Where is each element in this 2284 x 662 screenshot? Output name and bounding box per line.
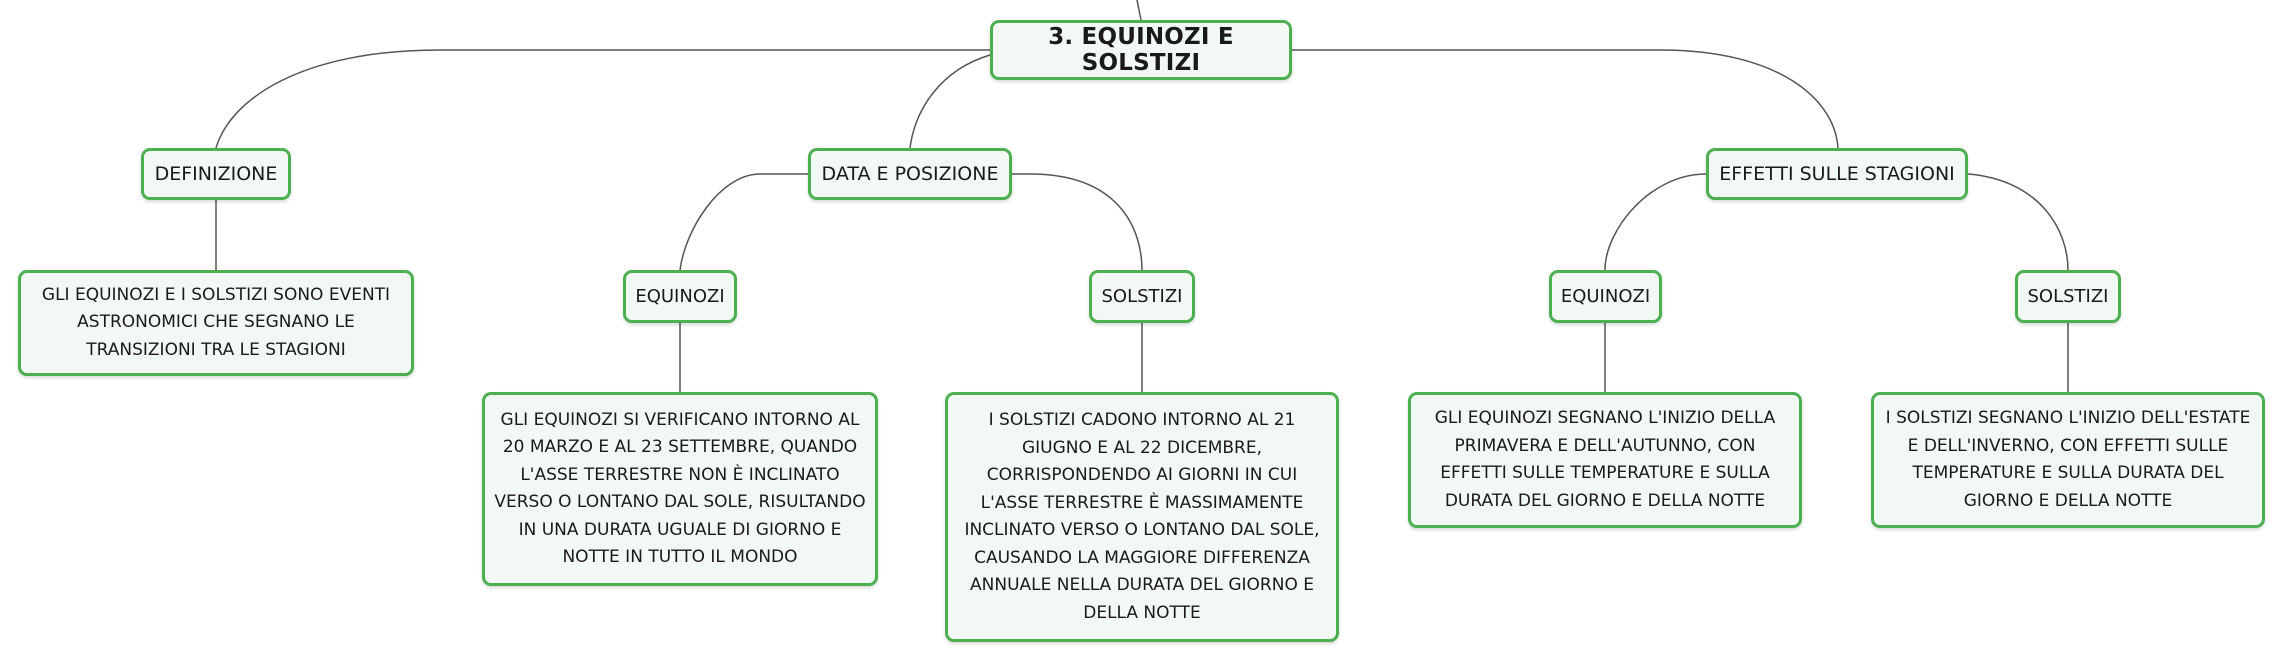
node-effetti-equinozi[interactable]: EQUINOZI [1549, 270, 1662, 323]
connector-effetti-equinozi [1604, 173, 1707, 271]
connector-parent-stub [1136, 0, 1142, 21]
node-effetti-solstizi[interactable]: SOLSTIZI [2015, 270, 2121, 323]
connector-root-definizione [215, 49, 990, 149]
node-definizione-label: DEFINIZIONE [154, 163, 278, 185]
node-effetti-solstizi-text[interactable]: I SOLSTIZI SEGNANO L'INIZIO DELL'ESTATE … [1871, 392, 2265, 528]
data-solstizi-text: I SOLSTIZI CADONO INTORNO AL 21 GIUGNO E… [964, 410, 1320, 623]
connector-data-solstizi [1012, 173, 1143, 271]
node-effetti-stagioni-label: EFFETTI SULLE STAGIONI [1719, 163, 1955, 185]
connector-root-effetti [1292, 49, 1839, 149]
node-effetti-equinozi-label: EQUINOZI [1560, 286, 1651, 307]
node-data-posizione[interactable]: DATA E POSIZIONE [808, 148, 1012, 200]
node-definizione-text[interactable]: GLI EQUINOZI E I SOLSTIZI SONO EVENTI AS… [18, 270, 414, 376]
node-data-solstizi-label: SOLSTIZI [1101, 286, 1183, 307]
node-data-equinozi[interactable]: EQUINOZI [623, 270, 737, 323]
root-title: 3. EQUINOZI E SOLSTIZI [1048, 24, 1234, 76]
definizione-text: GLI EQUINOZI E I SOLSTIZI SONO EVENTI AS… [41, 284, 391, 360]
node-effetti-equinozi-text[interactable]: GLI EQUINOZI SEGNANO L'INIZIO DELLA PRIM… [1408, 392, 1802, 528]
connector-root-data [909, 54, 991, 149]
node-data-equinozi-label: EQUINOZI [635, 286, 725, 307]
data-equinozi-text: GLI EQUINOZI SI VERIFICANO INTORNO AL 20… [494, 409, 866, 568]
node-effetti-solstizi-label: SOLSTIZI [2027, 286, 2109, 307]
node-effetti-stagioni[interactable]: EFFETTI SULLE STAGIONI [1706, 148, 1968, 200]
effetti-solstizi-text: I SOLSTIZI SEGNANO L'INIZIO DELL'ESTATE … [1885, 408, 2251, 511]
node-data-posizione-label: DATA E POSIZIONE [821, 163, 999, 185]
node-definizione[interactable]: DEFINIZIONE [141, 148, 291, 200]
connector-effetti-solstizi [1967, 173, 2069, 271]
node-data-equinozi-text[interactable]: GLI EQUINOZI SI VERIFICANO INTORNO AL 20… [482, 392, 878, 586]
node-data-solstizi-text[interactable]: I SOLSTIZI CADONO INTORNO AL 21 GIUGNO E… [945, 392, 1339, 642]
node-data-solstizi[interactable]: SOLSTIZI [1089, 270, 1195, 323]
connector-data-equinozi [679, 173, 808, 271]
root-node[interactable]: 3. EQUINOZI E SOLSTIZI [990, 20, 1292, 80]
effetti-equinozi-text: GLI EQUINOZI SEGNANO L'INIZIO DELLA PRIM… [1434, 408, 1776, 511]
